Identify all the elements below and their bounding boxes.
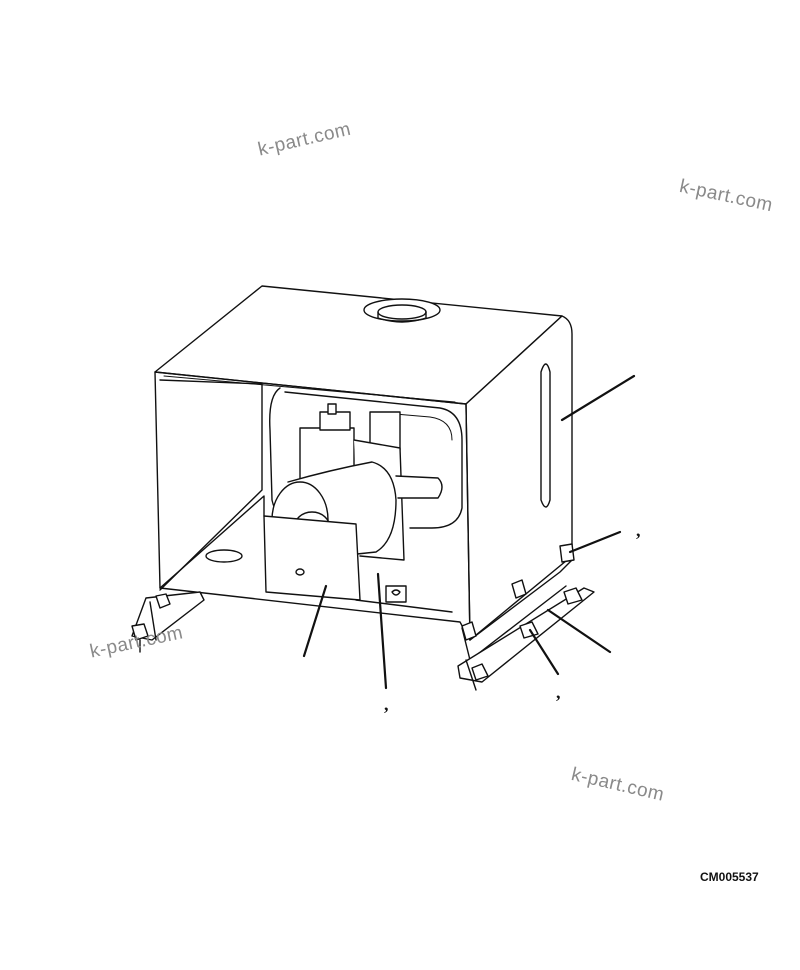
- bolt: [155, 593, 171, 609]
- callout-mark: ,: [556, 682, 561, 702]
- leader-line-side-bolt: [568, 530, 622, 554]
- leader-line-bracket: [302, 584, 328, 658]
- drawing-number: CM005537: [700, 870, 759, 884]
- bolt: [461, 621, 477, 641]
- right-mounting-rail: [457, 543, 595, 691]
- bolt: [131, 623, 149, 653]
- callout-mark: ,: [384, 694, 389, 714]
- leader-line-rail-bolt: [528, 628, 560, 676]
- side-bolt: [559, 543, 575, 563]
- front-bracket: [263, 515, 361, 601]
- leader-line-rail: [546, 608, 612, 654]
- leader-line-valve: [376, 572, 388, 690]
- callout-mark: ,: [636, 520, 641, 540]
- base-plate: [159, 495, 453, 613]
- side-slot: [540, 363, 551, 508]
- bolt: [563, 587, 583, 605]
- cover-housing: [154, 285, 573, 661]
- left-mounting-rail: [131, 591, 205, 653]
- leader-line-cover: [560, 374, 636, 422]
- base-hole: [205, 549, 243, 563]
- bolt: [511, 579, 527, 599]
- bolt: [471, 663, 489, 681]
